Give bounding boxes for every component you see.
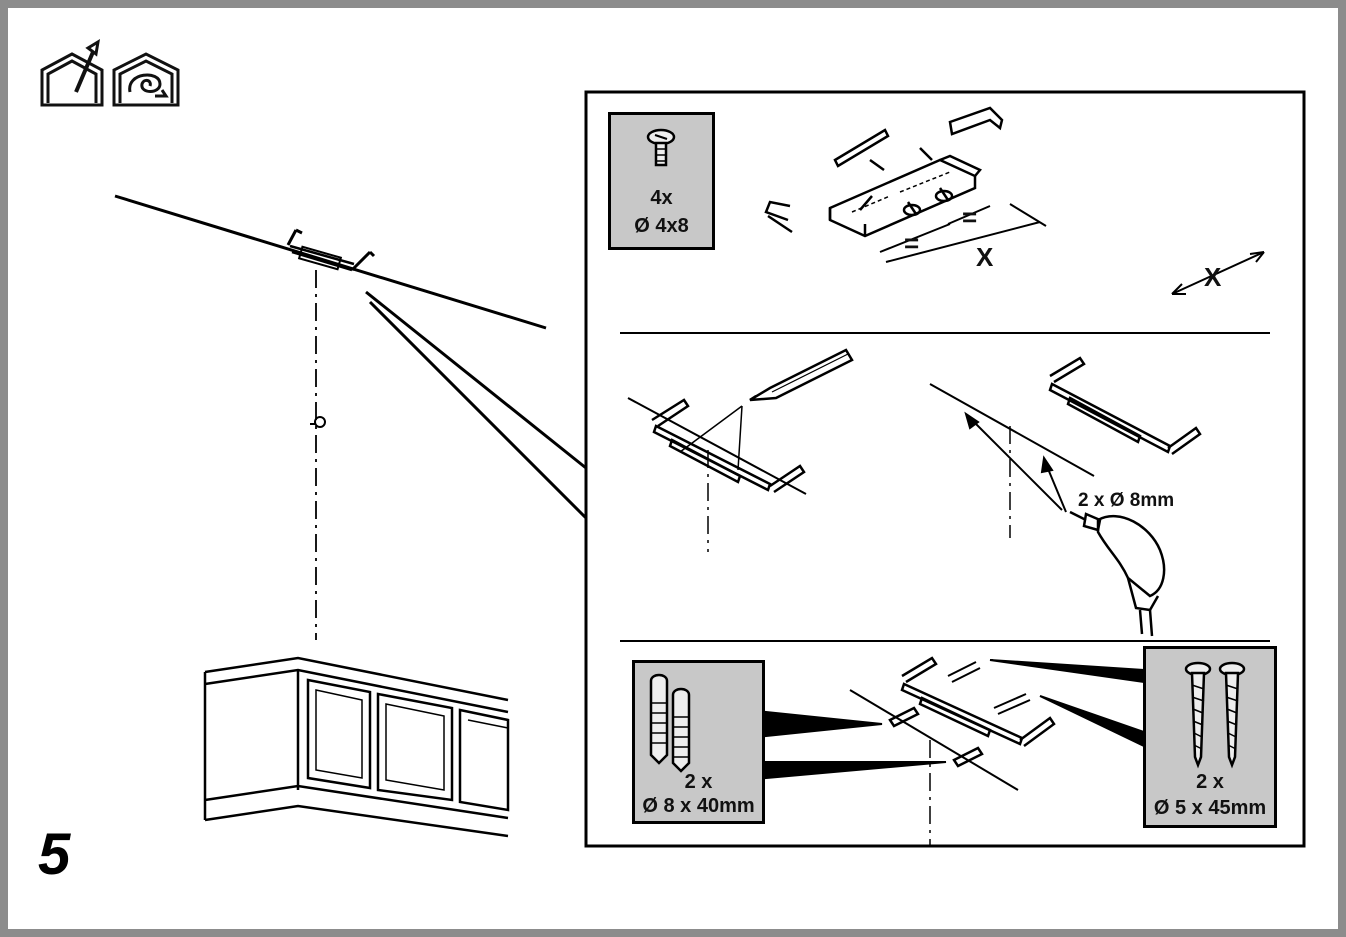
wall-plug-icon xyxy=(649,673,691,773)
marking-bracket xyxy=(627,397,807,552)
wood-screw-icon xyxy=(1184,661,1246,769)
distance-mark: X xyxy=(1204,262,1222,292)
wall-screw-parts-box: 2 x Ø 5 x 45mm xyxy=(1143,646,1277,828)
dimension-lines xyxy=(879,203,1265,295)
house-recirculation-icon xyxy=(112,52,180,107)
screw-parts-box: 4x Ø 4x8 xyxy=(608,112,715,250)
bracket-assembly xyxy=(764,106,1004,238)
wall-screw-size: Ø 5 x 45mm xyxy=(1153,797,1267,819)
screw-size: Ø 4x8 xyxy=(634,215,689,237)
kitchen-cabinet xyxy=(203,656,510,838)
step-number: 5 xyxy=(38,822,71,887)
house-vent-icon xyxy=(40,39,104,107)
wall-plug-size: Ø 8 x 40mm xyxy=(642,795,755,817)
drill-icon xyxy=(1069,510,1166,637)
equal-mark: = xyxy=(904,228,919,258)
wall-plug-parts-box: 2 x Ø 8 x 40mm xyxy=(632,660,765,824)
wall-screw-quantity: 2 x xyxy=(1196,771,1224,793)
distance-mark: X xyxy=(976,242,994,272)
wall-plug-quantity: 2 x xyxy=(684,771,713,793)
bracket-right xyxy=(1048,356,1202,456)
mounting-bracket xyxy=(849,656,1056,846)
pencil-icon xyxy=(749,348,854,402)
screw-icon xyxy=(646,128,676,167)
ceiling-scene xyxy=(114,194,588,640)
screw-quantity: 4x xyxy=(650,187,673,209)
drill-size-label: 2 x Ø 8mm xyxy=(1078,490,1174,511)
equal-mark: = xyxy=(962,202,977,232)
drill-marks xyxy=(929,383,1095,538)
